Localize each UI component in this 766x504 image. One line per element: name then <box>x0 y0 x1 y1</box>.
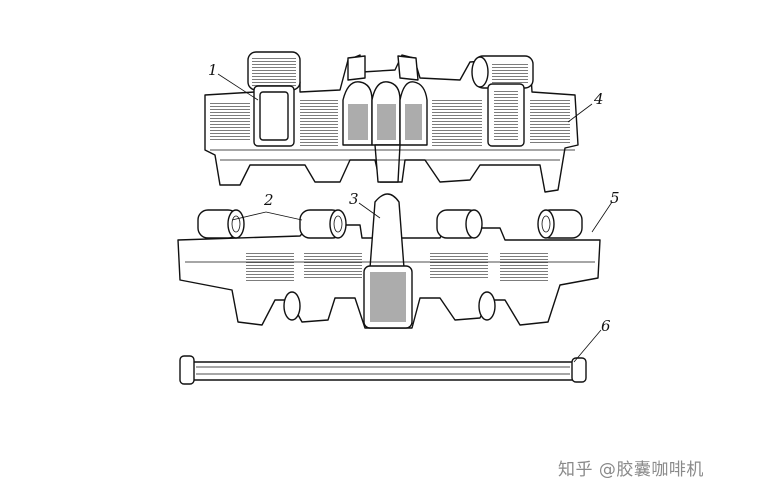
callout-5: 5 <box>610 189 620 207</box>
track-link-middle <box>177 193 601 329</box>
leader-lines <box>217 73 613 363</box>
track-shoe-top <box>204 51 579 193</box>
watermark-text: 知乎 @胶囊咖啡机 <box>558 460 704 480</box>
callout-6: 6 <box>601 317 611 335</box>
callout-3: 3 <box>349 190 359 208</box>
callout-2: 2 <box>263 191 274 209</box>
callout-4: 4 <box>593 90 604 108</box>
callout-1: 1 <box>208 61 218 79</box>
track-pin <box>179 355 587 385</box>
